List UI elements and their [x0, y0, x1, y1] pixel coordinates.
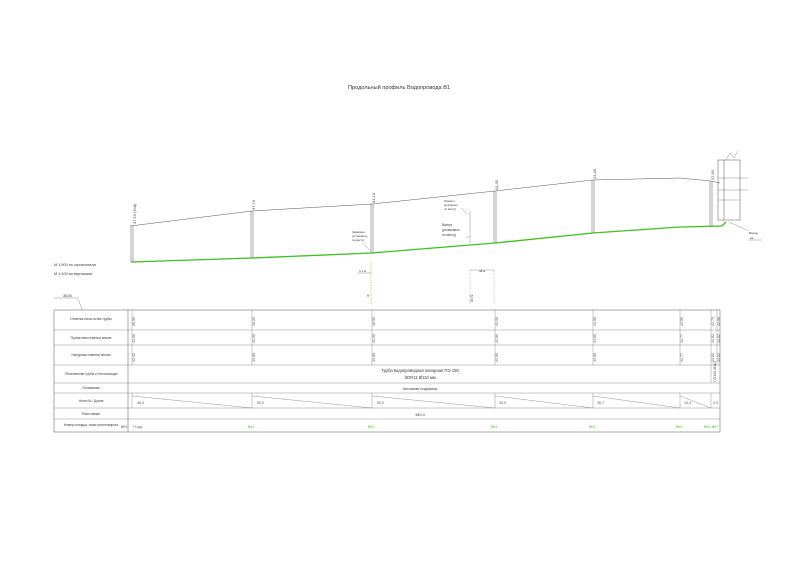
drawing-title: Продольный профиль Водопровода В1 [348, 84, 450, 91]
callout-valve-line: по месту) [352, 238, 364, 242]
node-number: ВК1 [121, 425, 128, 429]
node-number: ВК3 [491, 425, 498, 429]
segment-length: 2,9 [713, 401, 718, 405]
row-label-distance: Расстояние [82, 412, 100, 416]
natural-ground-value: 44,82 [717, 353, 721, 362]
distance-callout-2: 48 м [479, 269, 485, 273]
pipe-side-label: ПЭ100 Ø110 [713, 361, 717, 382]
node-number: ВК5 [676, 425, 683, 429]
design-ground-value: 44,82 [717, 334, 721, 343]
design-ground-value: 41,90 [372, 334, 376, 343]
callout-exit-1: Выход [749, 231, 758, 235]
callout-valve-line: (установить [352, 234, 368, 238]
total-distance: 340,3 [415, 413, 425, 417]
node-tag: П.грд [133, 425, 143, 429]
invert-value: 40,50 [372, 317, 376, 326]
node-number: ВК2 [368, 425, 375, 429]
callout-valve-line: Задвижка [352, 230, 365, 234]
pipe-description: Труба водопроводная напорная ПЭ 100 [381, 368, 459, 373]
scale-vertical: М 1:100 по вертикали [54, 272, 92, 276]
natural-ground-value: 44,60 [593, 353, 597, 362]
callout-air-line: по месту) [442, 233, 456, 237]
pit-markers: III 3,1 м 48 м III,72 [357, 262, 495, 305]
callout-air-line: Вантуз [442, 223, 453, 227]
base-description: песчаная подсыпка [403, 387, 438, 391]
invert-value: 39,50 [132, 317, 136, 326]
ground-label: 37,70 [251, 199, 256, 210]
node-number: ВК4 [589, 425, 596, 429]
segment-length: 48,4 [137, 401, 144, 405]
invert-value: 40,00 [252, 317, 256, 326]
row-label-pipe: Обозначение трубы и тип изоляции [65, 372, 118, 376]
design-ground-values: 42,00 41,90 41,90 41,90 44,60 44,77 44,8… [132, 334, 721, 343]
slopes-row: 48,4 50,0 50,0 39,5 36,7 13,4 2,9 [131, 393, 718, 409]
natural-ground-value: 41,90 [495, 353, 499, 362]
segment-length: 13,4 [684, 401, 691, 405]
ground-label: 41,10 [371, 192, 376, 203]
node-number: ВК6 [704, 425, 711, 429]
callout-air-line: (установить [442, 228, 460, 232]
design-ground-value: 44,82 [711, 334, 715, 343]
profile-table [53, 309, 721, 433]
distance-callout-1: 3,1 м [359, 269, 366, 273]
callout-airvalve-line: (клапаном [444, 203, 458, 207]
ground-label: 37,80 [710, 169, 715, 180]
design-ground-value: 44,77 [680, 334, 684, 343]
invert-value: 41,50 [593, 317, 597, 326]
callout-exit-2: на [750, 236, 754, 240]
callout-airvalve-line: Поворот [444, 199, 456, 203]
table-station-ticks [131, 310, 718, 365]
segment-length: 36,7 [597, 401, 604, 405]
pit-label: III,72 [470, 294, 474, 302]
node-number: ВК7 [712, 425, 719, 429]
node-numbers: ВК1 П.грд ВК1 ВК2 ВК3 ВК4 ВК5 ВК6 ВК7 [121, 425, 719, 429]
design-ground-value: 41,90 [252, 334, 256, 343]
pipe-size: SDR11 Ø110 мм [404, 375, 435, 380]
datum-value: 36,00 [63, 294, 72, 298]
natural-ground-value: 41,90 [252, 353, 256, 362]
natural-ground-values: 42,92 41,90 41,90 41,90 44,60 44,77 44,8… [132, 353, 721, 362]
ground-label: 41,30 [494, 179, 499, 190]
natural-ground-value: 41,90 [372, 353, 376, 362]
pipeline [130, 221, 727, 263]
node-number: ВК1 [248, 425, 255, 429]
invert-value: 42,50 [680, 317, 684, 326]
segment-length: 50,0 [257, 401, 264, 405]
station-posts [130, 180, 713, 262]
row-label-design-ground: Проектная отметка земли [71, 336, 112, 340]
invert-values: 39,50 40,00 40,50 41,00 41,50 42,50 42,7… [132, 317, 721, 326]
row-label-natural-ground: Натурная отметка земли [72, 353, 111, 357]
pit-short-label: III [366, 294, 370, 297]
ground-label: 41,40 [592, 168, 597, 179]
natural-ground-value: 42,92 [132, 353, 136, 362]
callout-valve: Задвижка (установить по месту) [352, 230, 372, 252]
invert-value: 41,00 [495, 317, 499, 326]
row-label-base: Основание [82, 386, 100, 390]
callout-airvalve-line: по месту) [444, 207, 456, 211]
row-label-node: Номер колодца, точки угла поворота [64, 423, 119, 427]
design-ground-value: 42,00 [132, 334, 136, 343]
scale-horizontal: М 1:500 по горизонтали [54, 263, 96, 267]
callout-airvalve: Поворот (клапаном по месту) Вантуз (уста… [442, 199, 471, 243]
invert-value: 42,90 [717, 317, 721, 326]
segment-length: 50,0 [377, 401, 384, 405]
row-labels: Отметка низа лотка трубы Проектная отмет… [64, 317, 119, 427]
ground-label: 37,10 (Grd) [132, 203, 137, 224]
invert-value: 42,70 [711, 317, 715, 326]
row-label-slope: Уклон ‰ / Длина [79, 399, 104, 403]
ground-line [129, 177, 721, 227]
design-ground-value: 41,90 [495, 334, 499, 343]
right-structure: Выход на [717, 150, 762, 241]
row-label-invert: Отметка низа лотка трубы [70, 317, 112, 321]
ground-labels: 37,10 (Grd) 37,70 41,10 41,30 41,40 37,8… [132, 168, 715, 224]
segment-length: 39,5 [499, 401, 506, 405]
natural-ground-value: 44,77 [680, 353, 684, 362]
natural-ground-value: 44,82 [711, 353, 715, 362]
design-ground-value: 44,60 [593, 334, 597, 343]
